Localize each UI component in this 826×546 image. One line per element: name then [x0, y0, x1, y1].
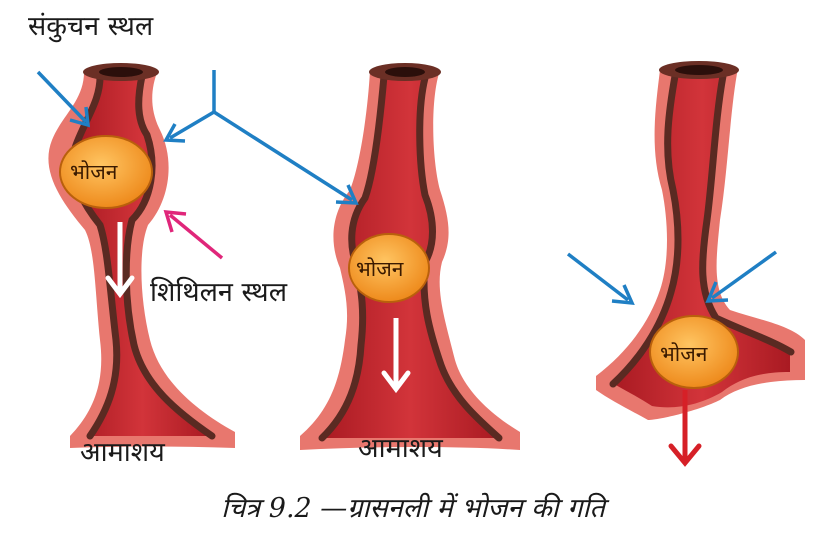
blue-arrow-contraction-3-right: [705, 250, 778, 303]
contraction-site-label: संकुचन स्थल: [28, 11, 154, 42]
food-label-1: भोजन: [70, 160, 118, 184]
tube-2-top-inner: [385, 67, 425, 77]
food-bolus-3: [649, 315, 739, 389]
esophagus-tube-2: [300, 63, 520, 450]
blue-arrow-contraction-3-left: [566, 252, 635, 306]
food-bolus-1: [59, 135, 153, 209]
tube-3-wall-right: [699, 72, 795, 356]
esophagus-tube-1: [48, 63, 235, 448]
figure-caption: चित्र 9.2 —ग्रासनली में भोजन की गति: [221, 493, 605, 524]
food-bolus-2: [348, 233, 430, 303]
red-down-arrow-head: [668, 443, 702, 467]
relaxation-site-label: शिथिलन स्थल: [150, 277, 287, 308]
esophagus-tube-3: [596, 61, 805, 467]
food-label-2: भोजन: [356, 257, 404, 281]
food-label-3: भोजन: [660, 342, 708, 366]
blue-arrow-contraction-1: [36, 70, 91, 128]
tube-1-top-inner: [99, 67, 143, 77]
blue-branch-arrow: [163, 70, 359, 205]
tube-3-top-inner: [675, 65, 723, 75]
tube-3-wall-left: [609, 72, 682, 388]
white-down-arrow-1-head: [105, 275, 135, 299]
tube-1-wall-right: [122, 72, 216, 440]
white-down-arrow-2-head: [381, 370, 411, 394]
stomach-label-1: आमाशय: [80, 437, 165, 468]
tube-1-wall-left: [69, 70, 121, 440]
stomach-label-2: आमाशय: [358, 433, 443, 464]
pink-arrow-relaxation: [163, 209, 224, 260]
